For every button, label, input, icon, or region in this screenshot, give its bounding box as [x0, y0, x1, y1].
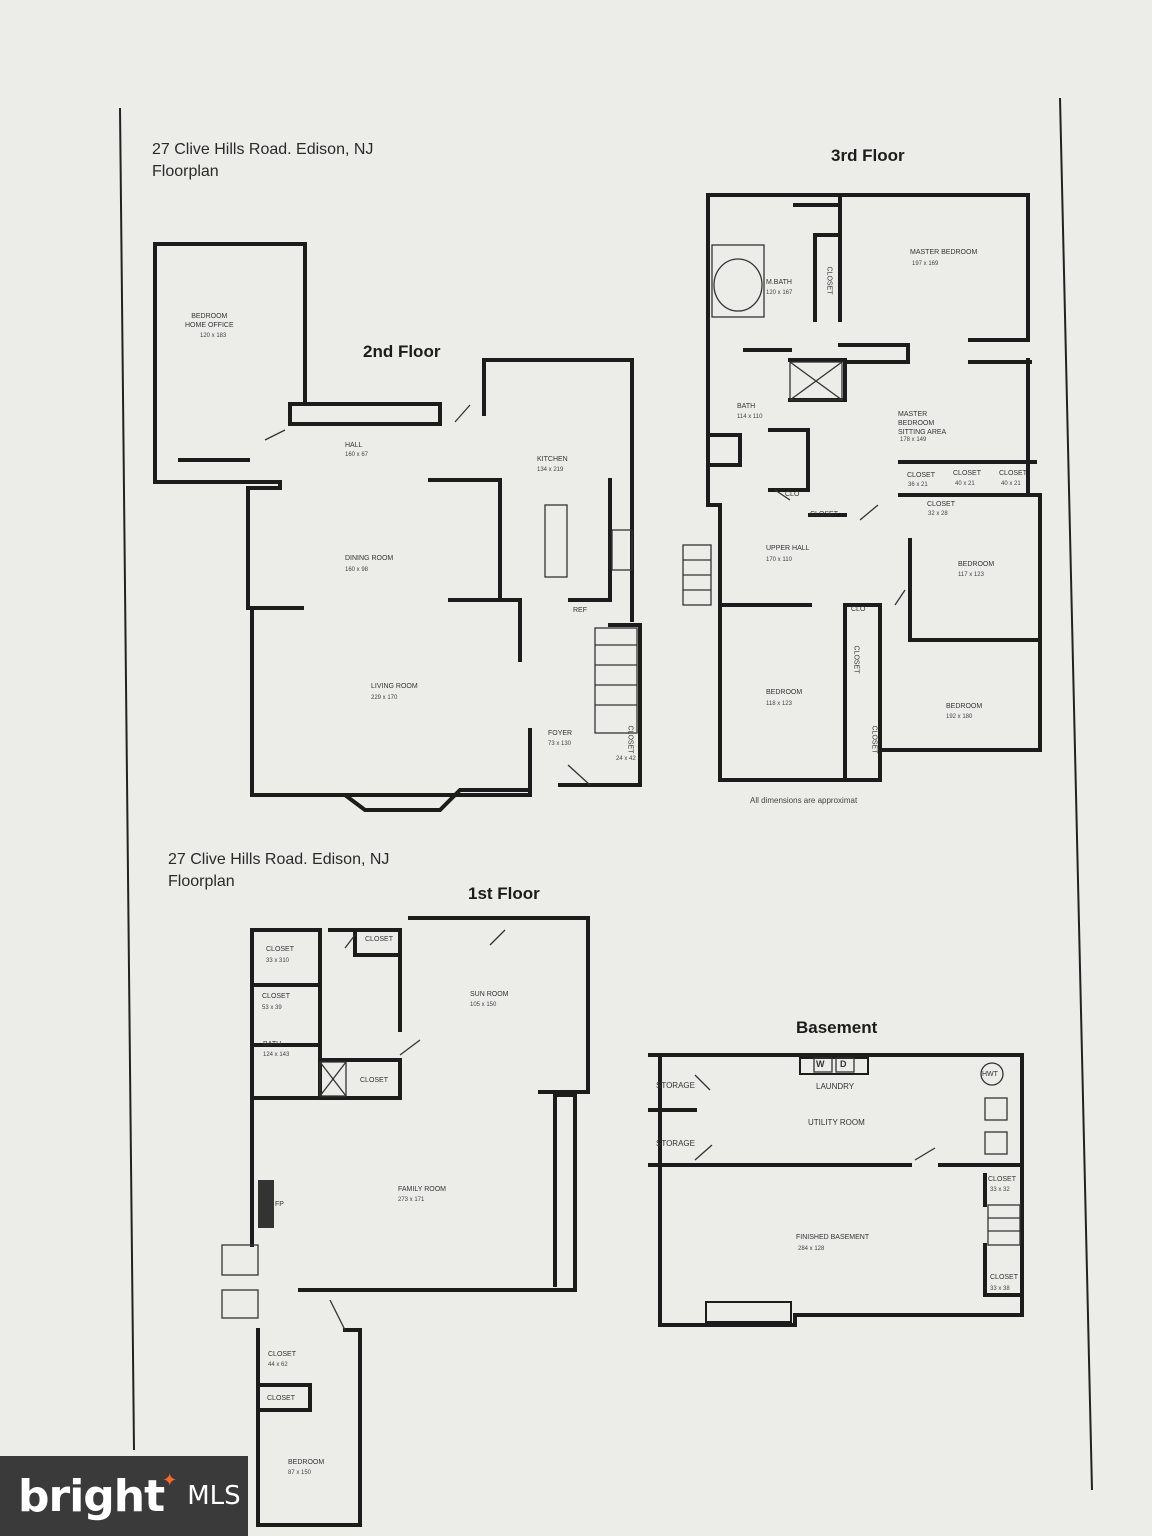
dim-closet-3b: 36 x 21: [908, 482, 928, 488]
dim-bedroom-1st: 87 x 150: [288, 1470, 312, 1476]
dim-sitting-area: 178 x 149: [900, 437, 927, 443]
dim-bedroom-w: 118 x 123: [766, 701, 792, 707]
address-bottom: 27 Clive Hills Road. Edison, NJ: [168, 851, 390, 868]
dim-master-bedroom: 197 x 169: [912, 261, 939, 267]
room-laundry: LAUNDRY: [816, 1082, 855, 1091]
label-dryer: D: [840, 1059, 847, 1069]
dim-closet-3c: 40 x 21: [955, 481, 975, 487]
floor-title-basement: Basement: [796, 1018, 878, 1037]
logo-brand: bright: [18, 1470, 165, 1522]
room-closet-1d: CLOSET: [360, 1077, 389, 1084]
room-closet-2nd: CLOSET: [626, 725, 634, 754]
room-bath-3rd: BATH: [737, 403, 756, 410]
subtitle-bottom: Floorplan: [168, 873, 235, 890]
dim-hall: 160 x 67: [345, 452, 369, 458]
room-closet-3h: CLOSET: [870, 725, 878, 754]
room-upper-hall: UPPER HALL: [766, 545, 810, 552]
room-closet-b1: CLOSET: [988, 1176, 1017, 1183]
room-mbath: M.BATH: [766, 279, 792, 286]
dim-bedroom-se: 192 x 180: [946, 714, 973, 720]
dim-closet-1e: 44 x 62: [268, 1362, 288, 1368]
dim-closet-3e: 32 x 28: [928, 511, 948, 517]
dim-upper-hall: 170 x 110: [766, 557, 792, 563]
dim-closet-3d: 40 x 21: [1001, 481, 1021, 487]
subtitle-top: Floorplan: [152, 163, 219, 180]
room-bedroom-w: BEDROOM: [766, 689, 803, 696]
dim-closet-2nd: 24 x 42: [616, 756, 636, 762]
dim-living: 229 x 170: [371, 695, 398, 701]
label-ref: REF: [573, 607, 587, 614]
room-closet-1c: CLOSET: [365, 936, 394, 943]
room-closet-1f: CLOSET: [267, 1395, 296, 1402]
basement-plan: [648, 1053, 1024, 1327]
first-floor-plan: [250, 916, 590, 1527]
dim-sun-room: 105 x 150: [470, 1002, 497, 1008]
room-closet-3d: CLOSET: [999, 470, 1028, 477]
room-closet-3b: CLOSET: [907, 472, 936, 479]
dim-bath-1st: 124 x 143: [263, 1052, 290, 1058]
dim-family: 273 x 171: [398, 1197, 425, 1203]
logo-suffix: MLS: [187, 1481, 241, 1511]
room-closet-3g: CLOSET: [852, 645, 860, 674]
room-bath-1st: BATH: [263, 1041, 282, 1048]
floor-title-2nd: 2nd Floor: [363, 342, 441, 361]
room-closet-1b: CLOSET: [262, 993, 291, 1000]
room-kitchen: KITCHEN: [537, 456, 568, 463]
room-storage-1: STORAGE: [656, 1081, 695, 1090]
room-closet-3c: CLOSET: [953, 470, 982, 477]
approx-note: All dimensions are approximat: [750, 796, 858, 805]
dim-kitchen: 134 x 219: [537, 467, 564, 473]
dim-closet-b2: 33 x 38: [990, 1286, 1010, 1292]
label-fp: FP: [275, 1201, 284, 1208]
dim-finished-basement: 284 x 128: [798, 1246, 825, 1252]
room-family: FAMILY ROOM: [398, 1186, 446, 1193]
label-hwt: HWT: [982, 1071, 998, 1078]
floor-title-3rd: 3rd Floor: [831, 146, 905, 165]
logo-spark-icon: ✦: [162, 1469, 178, 1490]
room-hall: HALL: [345, 442, 363, 449]
second-floor-plan: [153, 242, 642, 812]
floor-title-1st: 1st Floor: [468, 884, 540, 903]
room-closet-1a: CLOSET: [266, 946, 295, 953]
room-bedroom-office: BEDROOM HOME OFFICE: [185, 313, 234, 329]
dim-bedroom-ne: 117 x 123: [958, 572, 984, 578]
third-floor-plan: [706, 193, 1042, 782]
fireplace: [258, 1180, 274, 1228]
room-closet-1e: CLOSET: [268, 1351, 297, 1358]
dim-bedroom-office: 120 x 183: [200, 333, 227, 339]
room-closet-3e: CLOSET: [927, 501, 956, 508]
label-clo2-3rd: CLO: [851, 606, 866, 613]
room-sun-room: SUN ROOM: [470, 991, 509, 998]
dim-dining: 160 x 98: [345, 567, 369, 573]
room-utility: UTILITY ROOM: [808, 1118, 865, 1127]
room-sitting-area: MASTER BEDROOM SITTING AREA: [898, 411, 947, 436]
address-top: 27 Clive Hills Road. Edison, NJ: [152, 141, 374, 158]
room-foyer: FOYER: [548, 730, 573, 737]
room-closet-3a: CLOSET: [825, 266, 833, 295]
dim-closet-1b: 53 x 39: [262, 1005, 282, 1011]
dim-bath-3rd: 114 x 110: [737, 414, 763, 420]
room-master-bedroom: MASTER BEDROOM: [910, 249, 978, 256]
label-clo-3rd: CLO: [785, 491, 800, 498]
label-washer: W: [816, 1059, 825, 1069]
room-bedroom-se: BEDROOM: [946, 703, 983, 710]
room-bedroom-ne: BEDROOM: [958, 561, 995, 568]
dim-closet-b1: 33 x 32: [990, 1187, 1010, 1193]
room-closet-3f: CLOSET: [810, 511, 839, 518]
dim-mbath: 120 x 167: [766, 290, 793, 296]
room-bedroom-1st: BEDROOM: [288, 1459, 325, 1466]
room-dining: DINING ROOM: [345, 555, 394, 562]
room-finished-basement: FINISHED BASEMENT: [796, 1234, 870, 1241]
room-living: LIVING ROOM: [371, 683, 418, 690]
room-closet-b2: CLOSET: [990, 1274, 1019, 1281]
dim-closet-1a: 33 x 310: [266, 958, 290, 964]
dim-foyer: 73 x 130: [548, 741, 572, 747]
room-storage-2: STORAGE: [656, 1139, 695, 1148]
bright-mls-logo: bright ✦ MLS: [0, 1456, 248, 1536]
